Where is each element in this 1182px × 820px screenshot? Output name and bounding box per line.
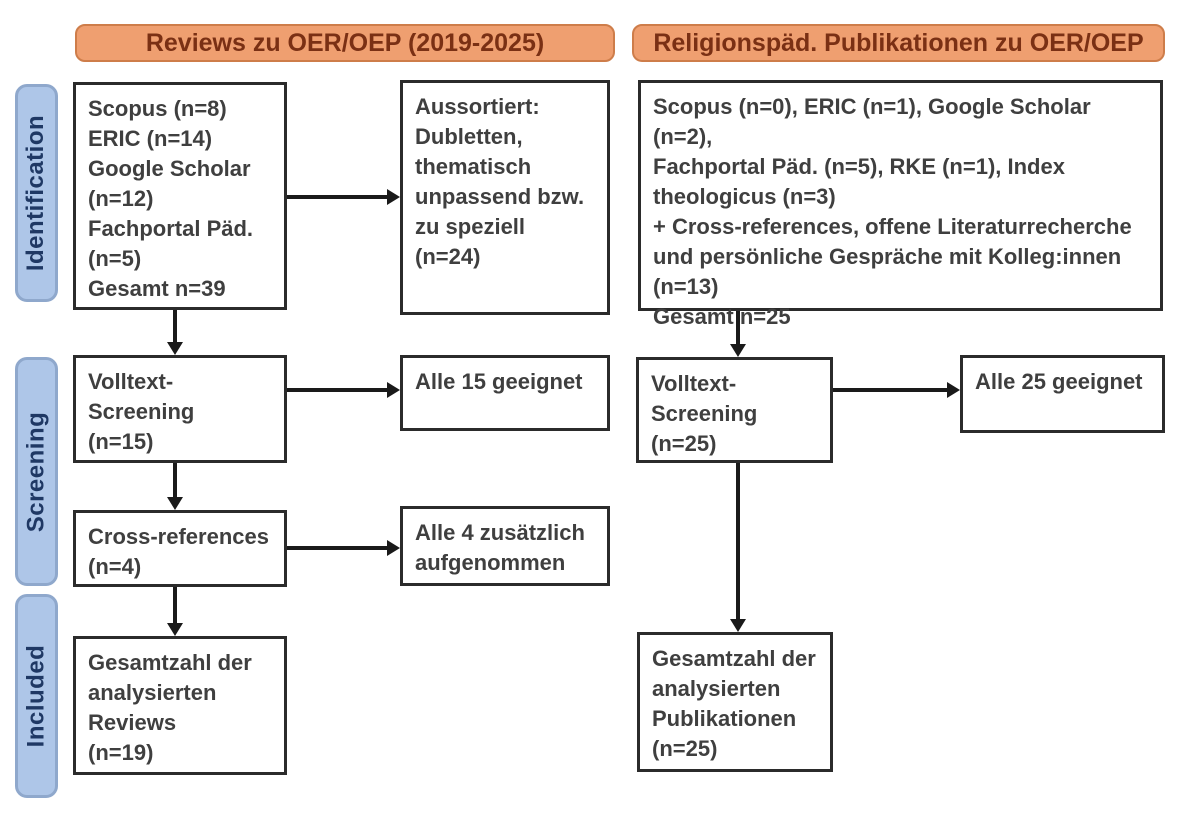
box-relpaed-fulltext-screening: Volltext- Screening (n=25) — [636, 357, 833, 463]
stage-label-identification: Identification — [15, 84, 58, 302]
column-header-religionspaed: Religionspäd. Publikationen zu OER/OEP — [632, 24, 1165, 62]
arrow-shaft — [287, 195, 389, 199]
arrow-shaft — [173, 463, 177, 499]
column-header-reviews: Reviews zu OER/OEP (2019-2025) — [75, 24, 615, 62]
box-reviews-crossreferences: Cross-references (n=4) — [73, 510, 287, 587]
box-reviews-included-total: Gesamtzahl der analysierten Reviews (n=1… — [73, 636, 287, 775]
arrow-reviews-crossref-to-included — [167, 587, 183, 636]
arrow-relpaed-fulltext-to-included — [730, 463, 746, 632]
arrow-relpaed-ident-to-fulltext — [730, 311, 746, 357]
box-relpaed-fulltext-result: Alle 25 geeignet — [960, 355, 1165, 433]
arrow-shaft — [736, 311, 740, 346]
arrow-shaft — [287, 546, 389, 550]
arrow-reviews-fulltext-to-result — [287, 382, 400, 398]
stage-label-screening: Screening — [15, 357, 58, 586]
arrow-head-right-icon — [387, 382, 400, 398]
stage-label-included: Included — [15, 594, 58, 798]
box-reviews-crossref-result: Alle 4 zusätzlich aufgenommen — [400, 506, 610, 586]
arrow-reviews-crossref-to-result — [287, 540, 400, 556]
box-relpaed-included-total: Gesamtzahl der analysierten Publikatione… — [637, 632, 833, 772]
arrow-shaft — [287, 388, 389, 392]
stage-label-identification-text: Identification — [22, 114, 50, 272]
arrow-relpaed-fulltext-to-result — [833, 382, 960, 398]
box-reviews-excluded: Aussortiert: Dubletten, thematisch unpas… — [400, 80, 610, 315]
arrow-head-down-icon — [167, 623, 183, 636]
arrow-head-down-icon — [167, 497, 183, 510]
arrow-shaft — [833, 388, 949, 392]
arrow-shaft — [736, 463, 740, 621]
arrow-head-right-icon — [947, 382, 960, 398]
box-reviews-fulltext-screening: Volltext- Screening (n=15) — [73, 355, 287, 463]
arrow-head-down-icon — [730, 619, 746, 632]
arrow-reviews-fulltext-to-crossref — [167, 463, 183, 510]
box-relpaed-identification: Scopus (n=0), ERIC (n=1), Google Scholar… — [638, 80, 1163, 329]
arrow-reviews-ident-to-excluded — [287, 189, 400, 205]
arrow-head-down-icon — [167, 342, 183, 355]
arrow-reviews-ident-to-fulltext — [167, 310, 183, 355]
box-reviews-identification: Scopus (n=8) ERIC (n=14) Google Scholar … — [73, 82, 287, 310]
arrow-head-right-icon — [387, 540, 400, 556]
stage-label-included-text: Included — [22, 644, 50, 748]
arrow-head-down-icon — [730, 344, 746, 357]
stage-label-screening-text: Screening — [22, 411, 50, 532]
arrow-shaft — [173, 587, 177, 625]
arrow-shaft — [173, 310, 177, 344]
box-reviews-fulltext-result: Alle 15 geeignet — [400, 355, 610, 431]
arrow-head-right-icon — [387, 189, 400, 205]
